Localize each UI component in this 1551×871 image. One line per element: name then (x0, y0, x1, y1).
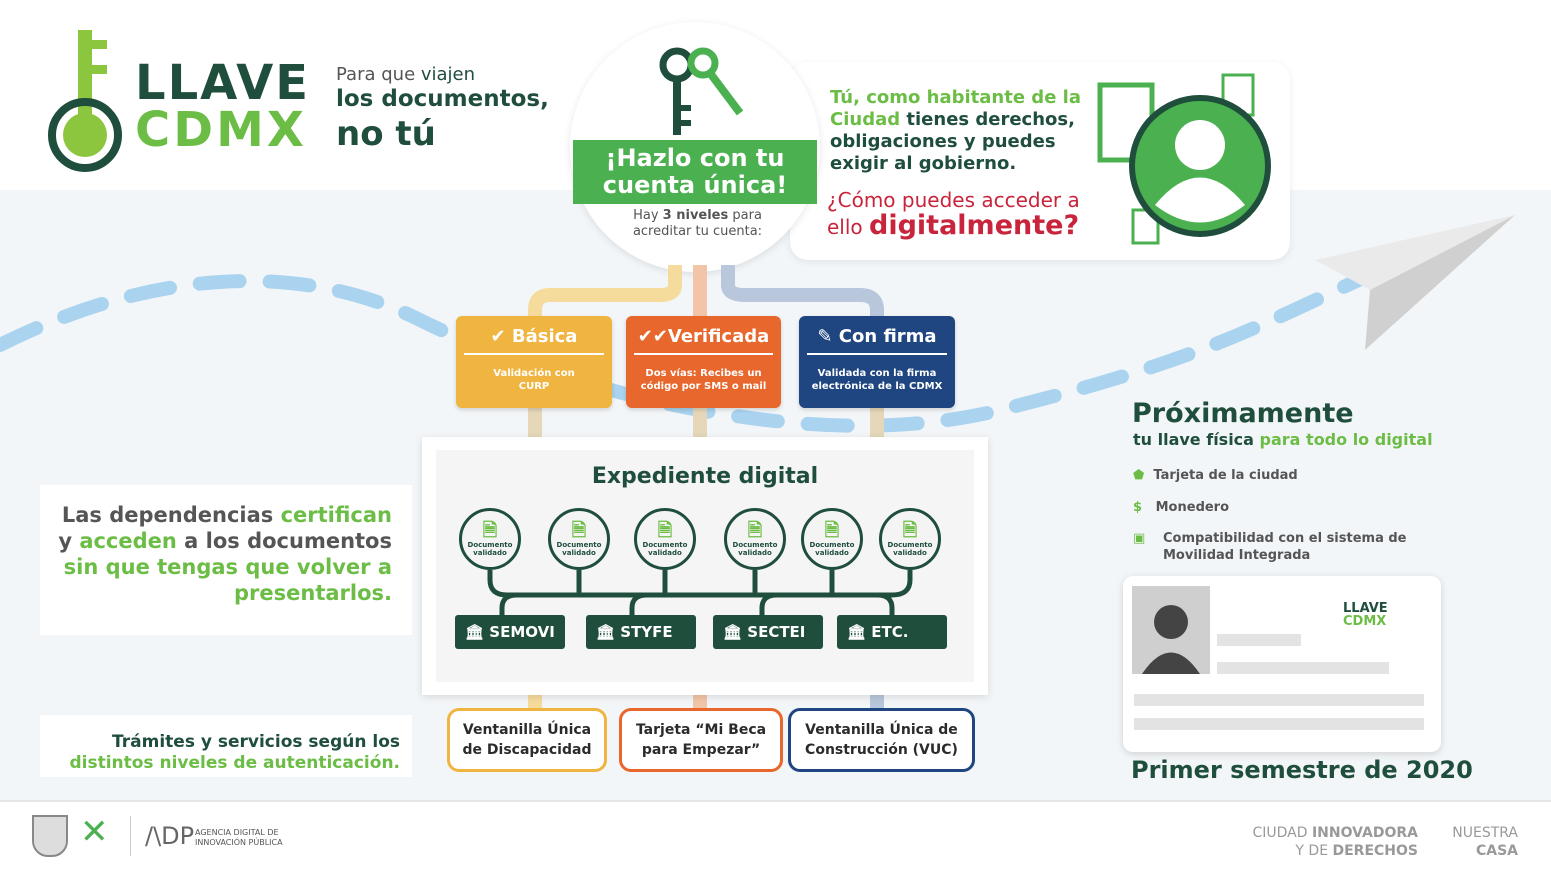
rights-text: Tú, como habitante de la Ciudad tienes d… (830, 87, 1081, 174)
document-icon: 🗎 (824, 520, 840, 541)
card-placeholder-line (1134, 718, 1424, 730)
footer (0, 800, 1551, 871)
document-icon: 🗎 (747, 520, 763, 541)
connector-lines (528, 265, 884, 715)
document-icon: 🗎 (482, 520, 498, 541)
bus-icon: ▣ (1133, 531, 1146, 546)
building-icon: 🏛 (596, 623, 621, 641)
double-check-icon: ✔✔ (637, 326, 668, 347)
department-sectei: 🏛 SECTEI (713, 615, 823, 649)
logo-cdmx: CDMX (135, 102, 307, 158)
cdmx-shield-logo (32, 815, 68, 857)
document-icon: 🗎 (657, 520, 673, 541)
tagline-3: no tú (336, 114, 436, 154)
services-caption-card (40, 715, 412, 777)
soon-item-card: ⬟ Tarjeta de la ciudad (1133, 468, 1298, 483)
key-logo-icon (48, 30, 122, 172)
building-icon: 🏛 (847, 623, 872, 641)
document-icon: 🗎 (902, 520, 918, 541)
keys-icon (659, 47, 744, 135)
pen-icon: ✎ (817, 326, 839, 347)
adip-logo: /\DP (145, 822, 195, 850)
soon-subtitle: tu llave física para todo lo digital (1133, 430, 1433, 449)
cdmx-x-logo: ✕ (80, 812, 109, 852)
left-card (40, 485, 412, 635)
city-map-icon: ⬟ (1133, 468, 1145, 483)
department-etc: 🏛 ETC. (837, 615, 947, 649)
building-icon: 🏛 (723, 623, 748, 641)
card-placeholder-line (1217, 662, 1389, 674)
department-semovi: 🏛 SEMOVI (455, 615, 565, 649)
department-styfe: 🏛 STYFE (586, 615, 696, 649)
paper-plane-icon (1315, 215, 1515, 350)
expediente-title: Expediente digital (591, 464, 819, 489)
logo-llave: LLAVE (135, 55, 310, 111)
tagline-2: los documentos, (336, 86, 549, 112)
money-icon: $ (1133, 500, 1143, 515)
document-icon: 🗎 (571, 520, 587, 541)
tree-lines (487, 570, 913, 620)
building-icon: 🏛 (465, 623, 490, 641)
soon-title: Próximamente (1132, 398, 1354, 429)
user-documents-icon (1097, 73, 1271, 245)
card-placeholder-line (1217, 634, 1301, 646)
footer-divider (130, 816, 131, 856)
soon-item-wallet: $ Monedero (1133, 500, 1230, 515)
tagline-1: Para que viajen (336, 64, 476, 85)
check-icon: ✔ (490, 326, 512, 347)
departments-statement: Las dependencias certifican y acceden a … (58, 503, 392, 605)
avatar-photo (1132, 586, 1210, 674)
card-placeholder-line (1134, 694, 1424, 706)
soon-date: Primer semestre de 2020 (1131, 756, 1473, 784)
